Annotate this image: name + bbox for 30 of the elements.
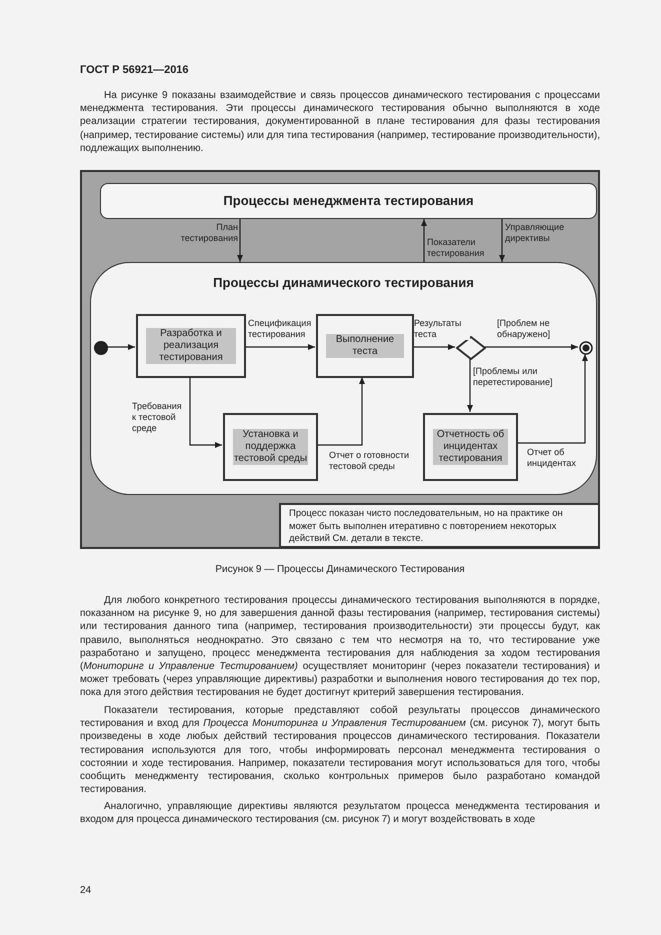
body-paragraph: Показатели тестирования, которые представляют собой результаты процессов динамического тестирования и вход для Процесса Мониторинга и Управления Тестированием (см. рисунок 7), могут быть произведены в ходе любых действий тестирования процессов динамического тестирования. Показатели тестирования используются для того, чтобы информировать персонал менеджмента тестирования о состоянии и ходе тестирования. Например, показатели тестирования могут использоваться для того, чтобы сообщить менеджменту тестирования, сколько контрольных примеров было разработано командой тестирования. — [80, 704, 600, 796]
process-group-box: Процессы менеджмента тестирования — [100, 183, 597, 219]
body-paragraph: Аналогично, управляющие директивы являются результатом процесса менеджмента тестирования и входом для процесса динамического тестирования (см. рисунок 7) и могут воздействовать в ходе — [80, 800, 600, 826]
edge-label: Результаты теста — [414, 318, 470, 340]
start-dot — [94, 341, 108, 355]
process-box: Отчетность об инцидентах тестирования — [423, 413, 518, 481]
arrow — [517, 354, 588, 444]
body-paragraph: Для любого конкретного тестирования процессы динамического тестирования выполняются в порядке, показанном на рисунке 9, но для завершения данной фазы тестирования (например, тестирования системы) или тестирования данного типа (например, тестирования производительности) эти процессы будут, как правило, выполняться неоднократно. Это связано с тем что несмотря на то, что тестирование уже разработано и запущено, процесс менеджмента тестирования для наблюдения за ходом тестирования (Мониторинг и Управление Тестированием) осуществляет мониторинг (через показатели тестирования) и может требовать (через управляющие директивы) разработки и выполнения нового тестирования до тех пор, пока для этого действия тестирования не будет достигнут критерий завершения тестирования. — [80, 594, 600, 700]
arrow — [237, 219, 243, 262]
arrow — [413, 344, 455, 350]
process-box: Установка и поддержка тестовой среды — [223, 413, 318, 481]
document-header: ГОСТ Р 56921—2016 — [80, 63, 190, 78]
figure-caption: Рисунок 9 — Процессы Динамического Тестирования — [214, 563, 466, 577]
arrow — [499, 219, 505, 262]
body-paragraph: На рисунке 9 показаны взаимодействие и связь процессов динамического тестирования с процессами менеджмента тестирования. Эти процессы динамического тестирования обычно выполняются в ходе реализации стратегии тестирования, документированной в плане тестирования для фазы тестирования (например, тестирование системы) или для типа тестирования (например, тестирование производительности), подлежащих выполнению. — [80, 89, 600, 156]
process-box: Разработка и реализация тестирования — [136, 314, 246, 378]
decision-diamond — [456, 336, 486, 360]
arrow — [421, 219, 427, 262]
arrow — [467, 359, 473, 412]
arrow — [317, 377, 365, 446]
page-number: 24 — [80, 884, 92, 898]
arrow — [189, 377, 222, 448]
edge-label: Отчет об инцидентах — [527, 447, 577, 469]
arrow — [485, 344, 578, 350]
end-dot — [579, 341, 593, 355]
arrow — [107, 344, 135, 350]
arrow — [245, 344, 315, 350]
process-box: Выполнение теста — [316, 314, 414, 378]
note-box: Процесс показан чисто последовательным, но на практике он может быть выполнен итеративно с повторением некоторых действий См. детали в тексте. — [279, 503, 600, 548]
edge-label: Спецификация тестирования — [248, 318, 314, 340]
